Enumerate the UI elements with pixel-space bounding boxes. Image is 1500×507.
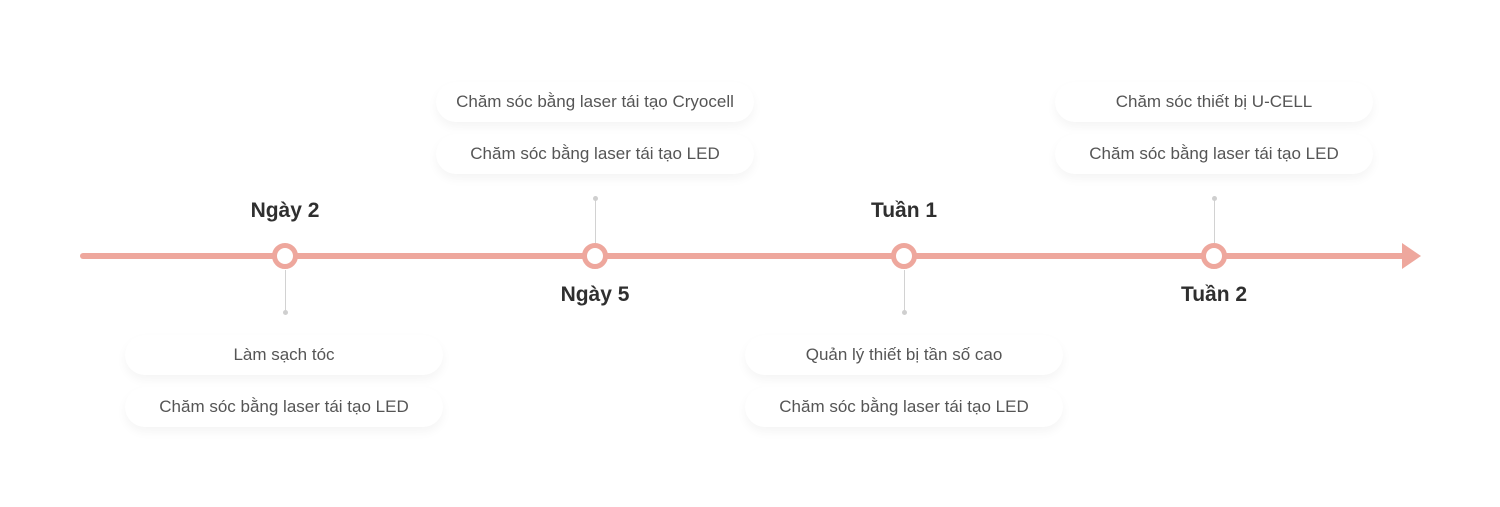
treatment-card: Chăm sóc thiết bị U-CELL	[1055, 82, 1373, 122]
arrow-right-icon	[1402, 243, 1421, 269]
connector-dot-week-1	[901, 310, 907, 315]
connector-dot-day-2	[282, 310, 288, 315]
milestone-label-week-2: Tuần 2	[1180, 283, 1248, 306]
treatment-card: Chăm sóc bằng laser tái tạo LED	[436, 134, 754, 174]
connector-dot-day-5	[592, 196, 598, 201]
treatment-card: Chăm sóc bằng laser tái tạo LED	[125, 387, 443, 427]
treatment-card: Chăm sóc bằng laser tái tạo Cryocell	[436, 82, 754, 122]
timeline-axis-line	[80, 253, 1406, 259]
milestone-node-day-2	[272, 243, 298, 269]
treatment-card: Chăm sóc bằng laser tái tạo LED	[745, 387, 1063, 427]
connector-line-day-5	[594, 200, 596, 243]
milestone-node-day-5	[582, 243, 608, 269]
milestone-label-day-2: Ngày 2	[250, 199, 320, 222]
connector-line-week-1	[903, 270, 905, 312]
milestone-node-week-2	[1201, 243, 1227, 269]
treatment-card: Quản lý thiết bị tần số cao	[745, 335, 1063, 375]
treatment-card: Làm sạch tóc	[125, 335, 443, 375]
connector-line-week-2	[1213, 200, 1215, 243]
connector-line-day-2	[284, 270, 286, 312]
treatment-card: Chăm sóc bằng laser tái tạo LED	[1055, 134, 1373, 174]
milestone-node-week-1	[891, 243, 917, 269]
milestone-label-week-1: Tuần 1	[870, 199, 938, 222]
connector-dot-week-2	[1211, 196, 1217, 201]
milestone-label-day-5: Ngày 5	[560, 283, 630, 306]
